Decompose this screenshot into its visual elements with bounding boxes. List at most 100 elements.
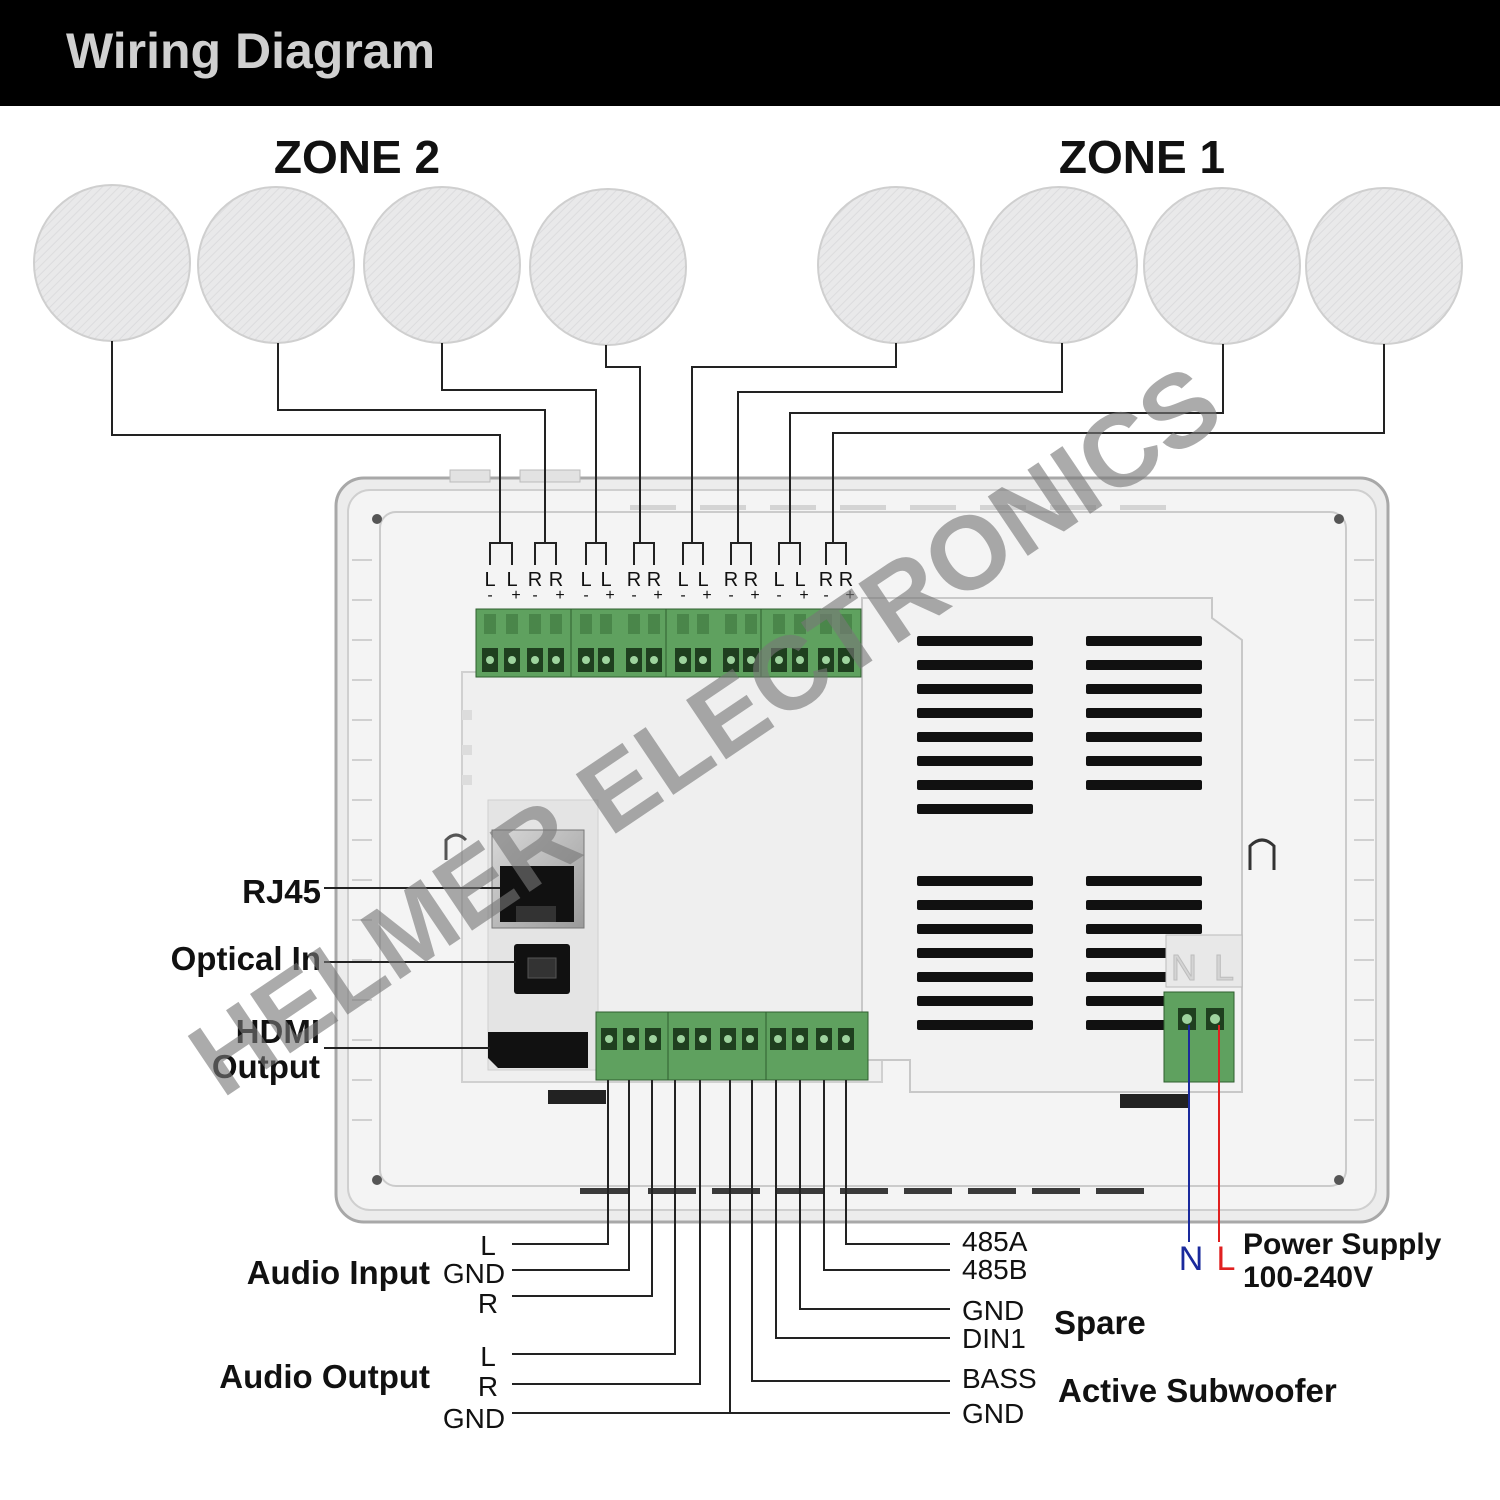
screw-head-11 [727, 656, 735, 664]
speaker-zone1-2 [980, 186, 1138, 344]
terminal-sign-7: - [631, 587, 636, 604]
io-screw-head-5 [699, 1035, 707, 1043]
terminal-letter-1: L [484, 569, 495, 591]
io-screw-head-1 [605, 1035, 613, 1043]
audio-input-l-label: L [480, 1230, 496, 1261]
wire-bass [751, 1080, 950, 1382]
speaker-zone2-1 [33, 184, 191, 342]
terminal-slot-13 [773, 614, 785, 634]
terminal-slot-11 [725, 614, 737, 634]
screw-head-14 [796, 656, 804, 664]
power-l-label: L [1217, 1240, 1236, 1278]
zone-1-speakers [817, 186, 1463, 345]
audio-input-title: Audio Input [247, 1254, 430, 1291]
audio-output-r-label: R [478, 1371, 498, 1402]
audio-output-l-label: L [480, 1341, 496, 1372]
power-terminal-l-label: L [1214, 947, 1234, 988]
io-screw-head-9 [796, 1035, 804, 1043]
page-title: Wiring Diagram [66, 23, 436, 79]
terminal-slot-5 [580, 614, 592, 634]
screw-head-12 [747, 656, 755, 664]
wire-zone1-speaker4 [832, 344, 1385, 543]
wire-zone2-speaker4 [605, 345, 641, 543]
jumper-bracket-8 [825, 542, 847, 565]
screw-head-1 [486, 656, 494, 664]
wire-zone1-speaker2 [737, 343, 1063, 543]
io-screw-head-10 [820, 1035, 828, 1043]
screw-head-5 [582, 656, 590, 664]
terminal-slot-7 [628, 614, 640, 634]
wire-485a [845, 1080, 950, 1245]
terminal-sign-2: + [511, 587, 520, 604]
speaker-zone2-4 [529, 188, 687, 346]
wiring-lines [111, 341, 1385, 1414]
screw-head-8 [650, 656, 658, 664]
io-screw-head-8 [774, 1035, 782, 1043]
jumper-bracket-4 [633, 542, 655, 565]
screw-bottom-left [372, 1175, 382, 1185]
wire-spare-gnd [799, 1080, 950, 1310]
screw-head-4 [552, 656, 560, 664]
speaker-zone1-4 [1305, 187, 1463, 345]
terminal-slot-15 [820, 614, 832, 634]
screw-head-16 [842, 656, 850, 664]
io-screw-head-11 [842, 1035, 850, 1043]
terminal-sign-10: + [702, 587, 711, 604]
speaker-zone2-3 [363, 186, 521, 344]
terminal-letter-13: L [773, 569, 784, 591]
485b-label: 485B [962, 1254, 1027, 1285]
power-terminal-n-label: N [1171, 947, 1197, 988]
screw-head-7 [630, 656, 638, 664]
wire-485b [823, 1080, 950, 1271]
zone-2-title: ZONE 2 [274, 131, 440, 183]
terminal-letter-12: R [744, 569, 758, 591]
terminal-slot-10 [697, 614, 709, 634]
audio-input-r-label: R [478, 1288, 498, 1319]
audio-output-gnd-label: GND [443, 1403, 505, 1434]
terminal-sign-3: - [532, 587, 537, 604]
wire-zone1-speaker3 [789, 344, 1224, 543]
terminal-sign-13: - [776, 587, 781, 604]
power-terminal: N L [1163, 934, 1243, 1083]
power-supply-voltage: 100-240V [1243, 1261, 1373, 1294]
io-screw-head-7 [746, 1035, 754, 1043]
vent-slots-left [917, 636, 1033, 1030]
screw-head-3 [531, 656, 539, 664]
spare-title: Spare [1054, 1304, 1146, 1341]
terminal-slot-6 [600, 614, 612, 634]
terminal-sign-15: - [823, 587, 828, 604]
terminal-letter-9: L [677, 569, 688, 591]
screw-top-right [1334, 514, 1344, 524]
wire-zone2-speaker1 [111, 341, 501, 543]
io-screw-head-3 [649, 1035, 657, 1043]
optical-in-label: Optical In [171, 940, 321, 977]
terminal-sign-16: + [845, 587, 854, 604]
optical-in-port [514, 944, 570, 994]
terminal-slot-16 [840, 614, 852, 634]
audio-output-title: Audio Output [219, 1358, 430, 1395]
terminal-pin-labels: L-L+R-R+L-L+R-R+L-L+R-R+L-L+R-R+ [484, 569, 854, 604]
power-supply-title: Power Supply [1243, 1228, 1442, 1261]
terminal-letter-8: R [647, 569, 661, 591]
terminal-letter-11: R [724, 569, 738, 591]
terminal-slot-3 [529, 614, 541, 634]
terminal-letter-15: R [819, 569, 833, 591]
terminal-sign-14: + [799, 587, 808, 604]
bass-label: BASS [962, 1363, 1037, 1394]
terminal-slot-2 [506, 614, 518, 634]
wire-audio-input-l [512, 1080, 609, 1245]
screw-head-6 [602, 656, 610, 664]
terminal-slot-14 [794, 614, 806, 634]
screw-top-left [372, 514, 382, 524]
speaker-zone2-2 [197, 186, 355, 344]
zone-1-title: ZONE 1 [1059, 131, 1225, 183]
io-screw-head-2 [627, 1035, 635, 1043]
power-n-label: N [1179, 1240, 1204, 1278]
terminal-letter-5: L [580, 569, 591, 591]
terminal-sign-9: - [680, 587, 685, 604]
hdmi-port [488, 1032, 588, 1068]
screw-head-9 [679, 656, 687, 664]
io-terminal-blocks [595, 1011, 869, 1081]
